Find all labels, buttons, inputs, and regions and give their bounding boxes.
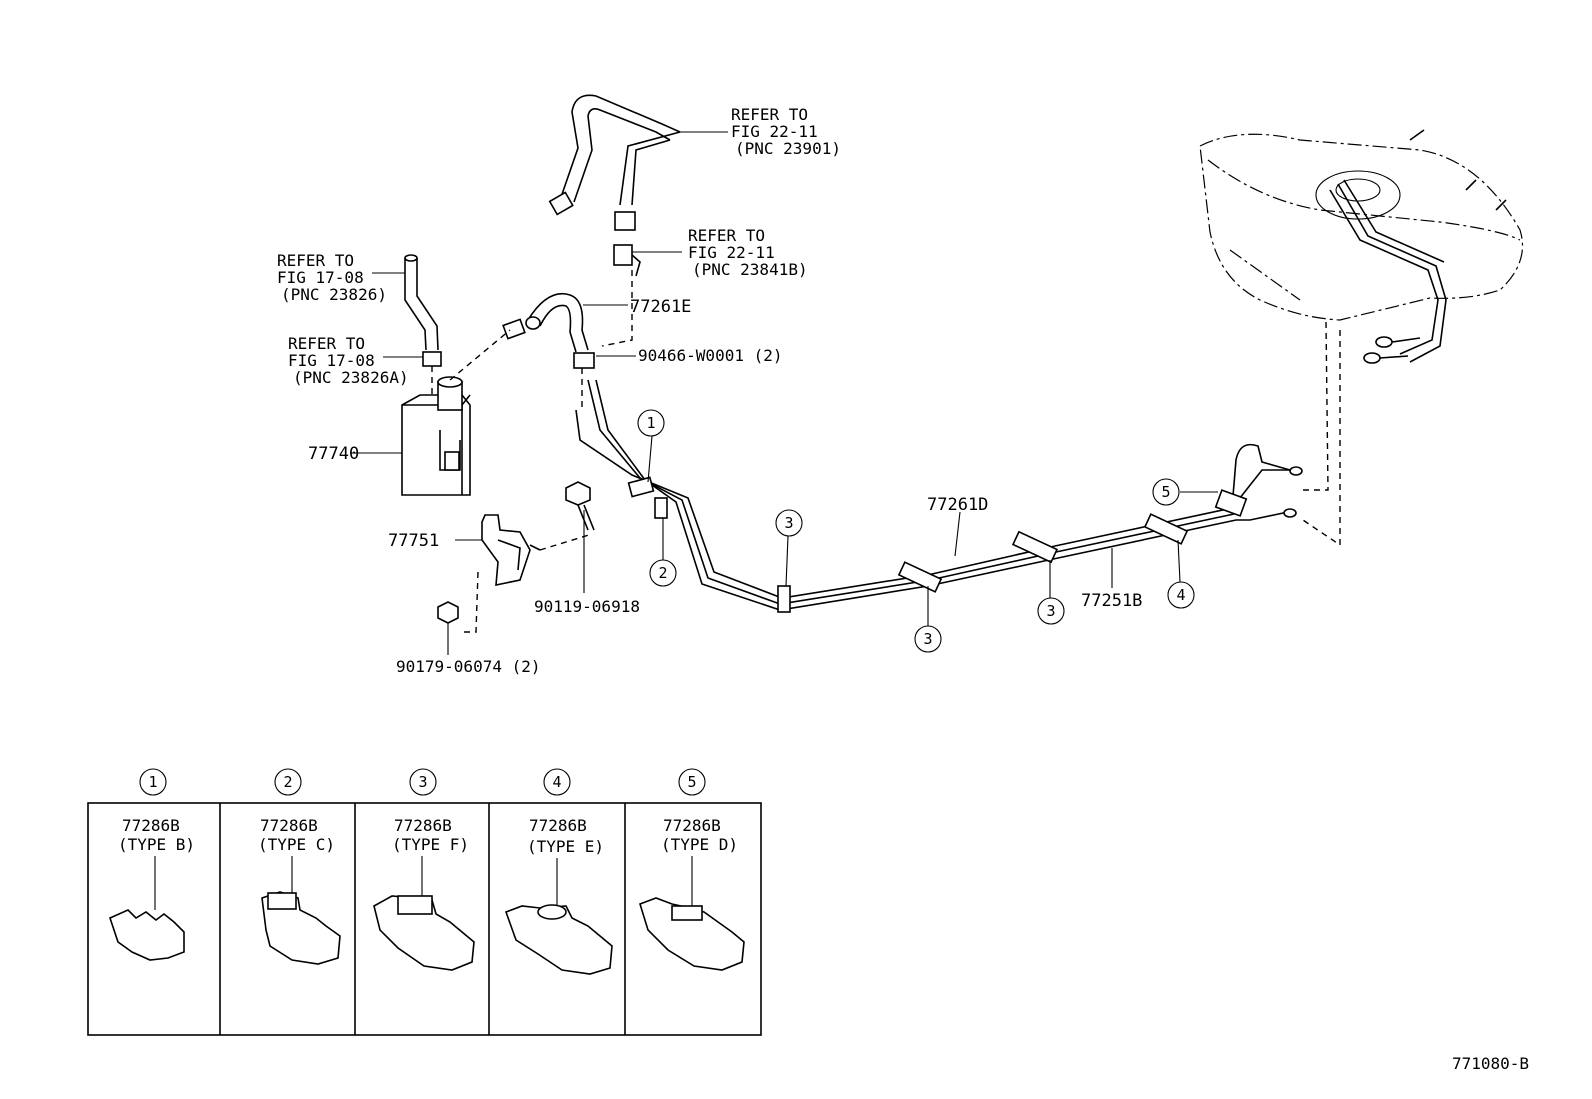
part-label: 90466-W0001 (2)	[638, 346, 783, 365]
callout-3: 3	[775, 509, 803, 537]
svg-text:3: 3	[923, 630, 932, 648]
part-label: 77740	[308, 444, 359, 464]
svg-text:(TYPE F): (TYPE F)	[392, 835, 469, 854]
ref-line: REFER TO	[688, 226, 765, 245]
legend-cell-2: 2 77286B (TYPE C)	[258, 768, 341, 965]
svg-text:77286B: 77286B	[260, 816, 318, 835]
ref-line: FIG 22-11	[688, 243, 775, 262]
callout-3: 3	[914, 625, 942, 653]
ref-line: FIG 17-08	[288, 351, 375, 370]
legend-cell-4: 4 77286B (TYPE E)	[504, 768, 613, 975]
legend-cell-1: 1 77286B (TYPE B)	[109, 768, 195, 961]
callout-2: 2	[649, 559, 677, 587]
part-label: 77261D	[927, 495, 988, 515]
clip-type-b-icon	[109, 909, 185, 961]
hose-connector	[613, 244, 682, 277]
hose-clamp	[573, 270, 636, 410]
clip-legend: 1 77286B (TYPE B) 2 77286B (TYPE C) 3 77…	[87, 768, 762, 1036]
svg-text:1: 1	[148, 773, 157, 791]
svg-text:77286B: 77286B	[663, 816, 721, 835]
callout-4: 4	[1167, 581, 1195, 609]
filler-hose	[548, 94, 728, 231]
svg-text:3: 3	[1046, 602, 1055, 620]
ref-line: REFER TO	[288, 334, 365, 353]
ref-line: REFER TO	[731, 105, 808, 124]
svg-text:2: 2	[283, 773, 292, 791]
part-label: 77261E	[630, 297, 691, 317]
callout-1: 1	[637, 409, 665, 437]
figure-id: 771080-B	[1452, 1054, 1529, 1073]
svg-text:3: 3	[784, 514, 793, 532]
canister-bracket	[455, 514, 593, 633]
svg-text:77286B: 77286B	[122, 816, 180, 835]
tube-clips	[627, 476, 1248, 613]
callout-leaders	[647, 435, 1218, 626]
svg-text:(TYPE E): (TYPE E)	[527, 837, 604, 856]
svg-text:1: 1	[646, 414, 655, 432]
part-label: 77251B	[1081, 591, 1142, 611]
reference-pnc23826: REFER TO FIG 17-08 (PNC 23826)	[277, 251, 387, 304]
svg-text:(TYPE B): (TYPE B)	[118, 835, 195, 854]
ref-line: (PNC 23826A)	[293, 368, 409, 387]
svg-text:77286B: 77286B	[529, 816, 587, 835]
charcoal-canister	[350, 329, 511, 496]
callout-5: 5	[1152, 478, 1180, 506]
ref-line: FIG 22-11	[731, 122, 818, 141]
svg-text:4: 4	[552, 773, 561, 791]
reference-pnc23826a: REFER TO FIG 17-08 (PNC 23826A)	[288, 334, 409, 387]
ref-line: REFER TO	[277, 251, 354, 270]
legend-cell-5: 5 77286B (TYPE D)	[639, 768, 745, 971]
svg-text:3: 3	[418, 773, 427, 791]
mounting-nut	[437, 601, 459, 655]
svg-text:5: 5	[1161, 483, 1170, 501]
callout-3: 3	[1037, 597, 1065, 625]
svg-text:2: 2	[658, 564, 667, 582]
svg-text:4: 4	[1176, 586, 1185, 604]
svg-text:(TYPE D): (TYPE D)	[661, 835, 738, 854]
part-label: 77751	[388, 531, 439, 551]
part-label: 90119-06918	[534, 597, 640, 616]
legend-cell-3: 3 77286B (TYPE F)	[373, 768, 475, 971]
reference-pnc23901: REFER TO FIG 22-11 (PNC 23901)	[731, 105, 841, 158]
part-label: 90179-06074 (2)	[396, 657, 541, 676]
hose-77261e	[502, 293, 628, 353]
svg-text:(TYPE C): (TYPE C)	[258, 835, 335, 854]
ref-line: (PNC 23841B)	[692, 260, 808, 279]
clip-type-d-icon	[639, 897, 745, 971]
reference-pnc23841b: REFER TO FIG 22-11 (PNC 23841B)	[688, 226, 808, 279]
clip-type-c-icon	[261, 891, 341, 965]
ref-line: FIG 17-08	[277, 268, 364, 287]
vent-hose	[372, 254, 442, 395]
svg-text:77286B: 77286B	[394, 816, 452, 835]
ref-line: (PNC 23901)	[735, 139, 841, 158]
mounting-bolt	[565, 481, 595, 593]
fuel-tank	[1199, 129, 1524, 547]
ref-line: (PNC 23826)	[281, 285, 387, 304]
svg-text:5: 5	[687, 773, 696, 791]
